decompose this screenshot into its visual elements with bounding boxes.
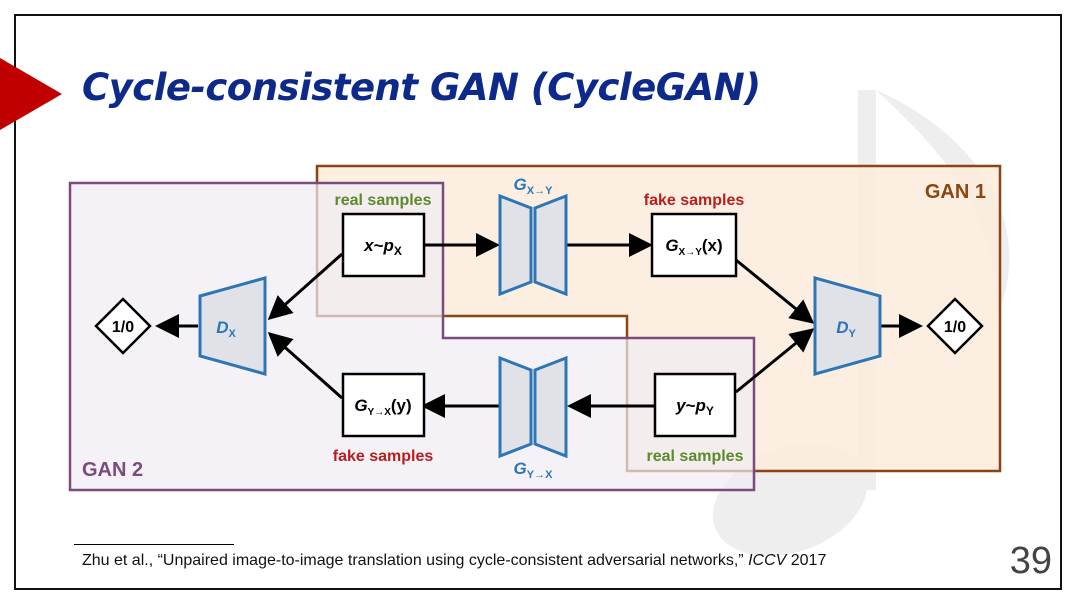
generator-yx-shape: [498, 355, 568, 459]
y-sample-node: [653, 372, 737, 438]
arrow-x-to-dx: [267, 252, 343, 320]
discriminator-y-output: 1/0: [944, 319, 966, 336]
generator-yx-label: GY→X: [514, 459, 554, 481]
fake-samples-label-y: fake samples: [644, 192, 745, 209]
citation-year: 2017: [786, 552, 827, 569]
arrow-y-to-dy: [735, 328, 815, 394]
fake-x-node: [341, 372, 426, 438]
discriminator-x-output-shape: [94, 297, 152, 355]
discriminator-y-shape: [813, 276, 882, 376]
fake-samples-label-x: fake samples: [333, 448, 434, 465]
slide-accent-triangle: [0, 58, 62, 130]
real-samples-label-x: real samples: [335, 192, 432, 209]
fake-y-label: GX→Y(x): [665, 236, 722, 258]
y-sample-label: y~pY: [675, 396, 714, 418]
slide-title: Cycle-consistent GAN (CycleGAN): [82, 66, 761, 109]
citation: Zhu et al., “Unpaired image-to-image tra…: [82, 552, 826, 570]
x-sample-label: x~pX: [363, 236, 402, 258]
discriminator-x-shape: [198, 276, 267, 376]
discriminator-y-output-shape: [926, 297, 984, 355]
fake-x-label: GY→X(y): [354, 396, 411, 418]
x-sample-node: [341, 212, 426, 278]
page-number: 39: [1009, 540, 1052, 582]
generator-xy-shape: [498, 193, 568, 297]
citation-venue: ICCV: [748, 552, 787, 569]
discriminator-y-label: DY: [836, 318, 856, 340]
discriminator-x-output: 1/0: [112, 319, 134, 336]
arrow-fake-y-to-dy: [735, 258, 815, 324]
fake-y-node: [650, 212, 738, 278]
gan2-label: GAN 2: [82, 459, 143, 481]
real-samples-label-y: real samples: [647, 448, 744, 465]
arrow-fake-x-to-dx: [267, 332, 343, 400]
citation-text: Zhu et al., “Unpaired image-to-image tra…: [82, 552, 749, 569]
gan1-label: GAN 1: [925, 181, 986, 203]
generator-xy-label: GX→Y: [514, 175, 554, 197]
discriminator-x-label: DX: [216, 318, 236, 340]
footnote-rule: [74, 544, 234, 545]
